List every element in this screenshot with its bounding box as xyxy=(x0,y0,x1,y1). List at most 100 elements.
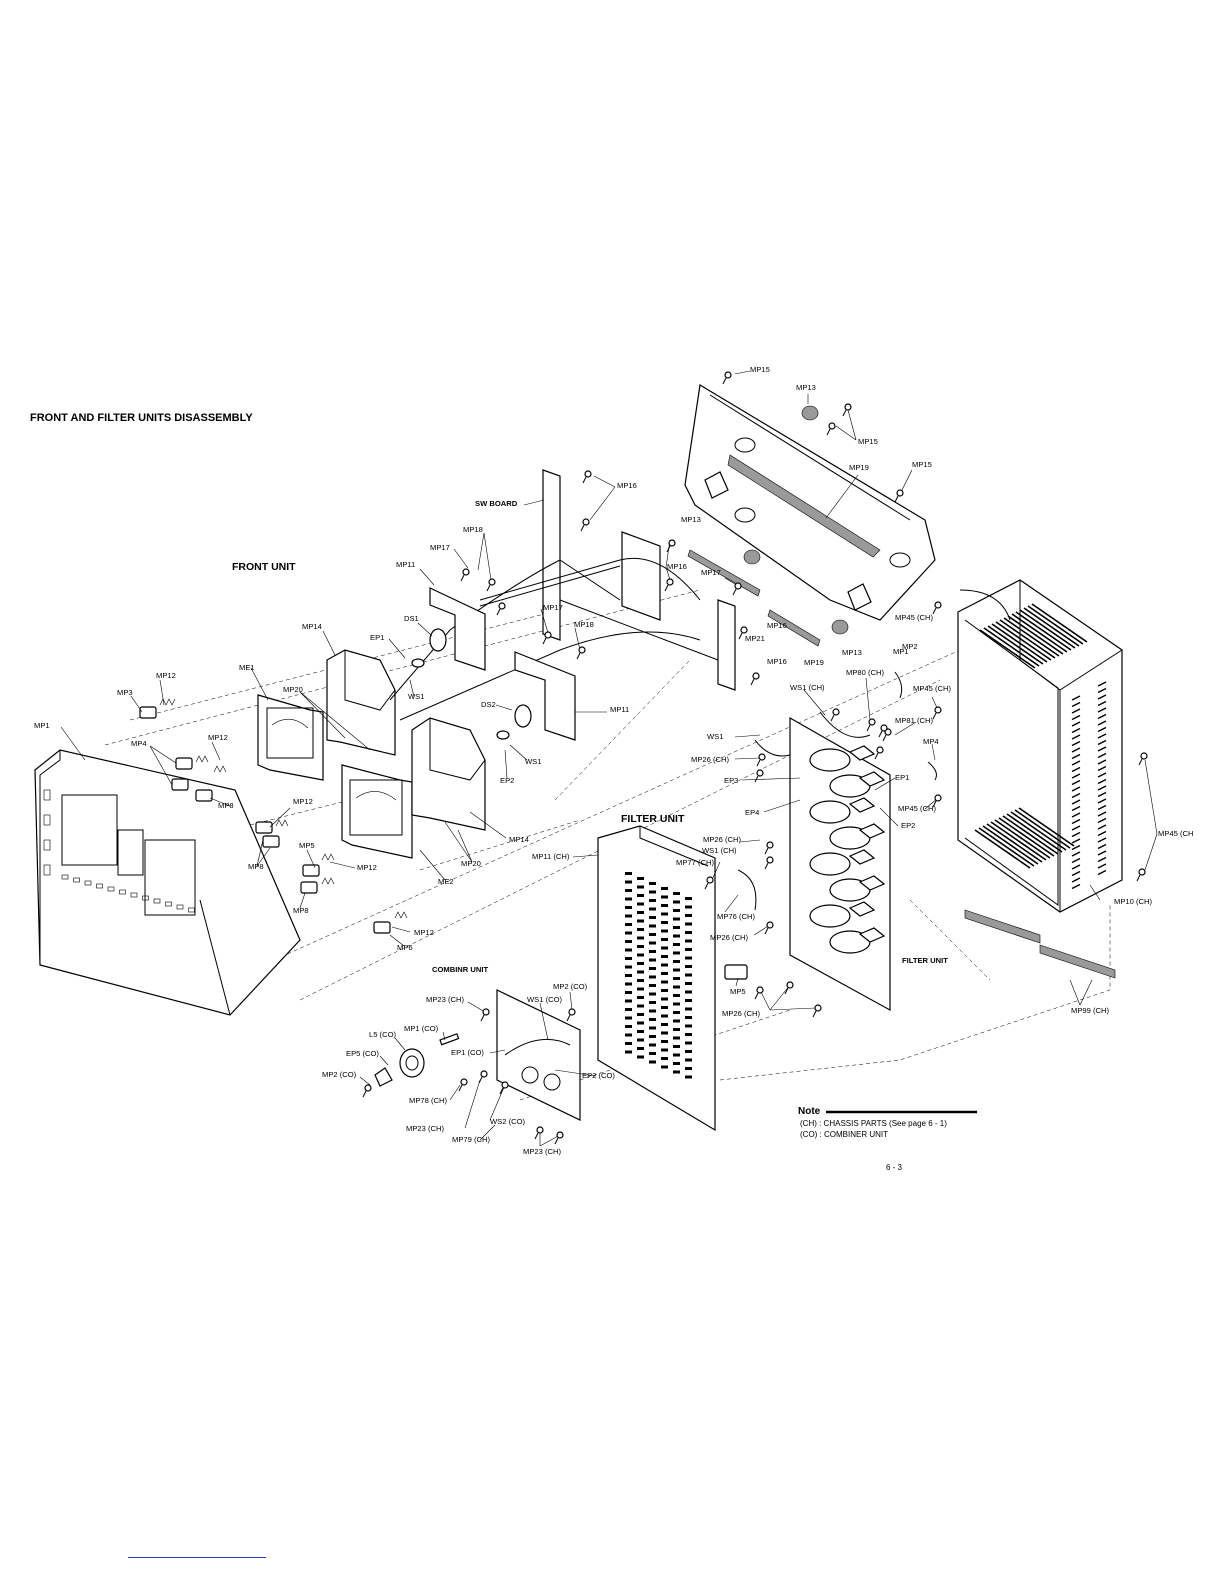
part-label: MP18 xyxy=(463,525,483,534)
part-label: MP45 (CH) xyxy=(913,684,951,693)
part-label: MP15 xyxy=(858,437,878,446)
part-label: ME1 xyxy=(239,663,255,672)
part-label: MP6 xyxy=(397,943,413,952)
part-label: MP26 (CH) xyxy=(710,933,748,942)
part-label: MP4 xyxy=(923,737,939,746)
part-label: MP16 xyxy=(617,481,637,490)
sw-board-label: SW BOARD xyxy=(475,499,518,508)
part-label: MP12 xyxy=(414,928,434,937)
part-label: MP11 xyxy=(610,705,630,714)
combiner-board xyxy=(374,989,581,1121)
part-label: MP3 xyxy=(117,688,133,697)
part-label: MP76 (CH) xyxy=(717,912,755,921)
ds-brackets xyxy=(411,587,576,741)
part-label: MP2 (CO) xyxy=(553,982,588,991)
part-label: MP12 xyxy=(357,863,377,872)
part-label: EP2 (CO) xyxy=(582,1071,615,1080)
part-label: MP81 (CH) xyxy=(895,716,933,725)
part-label: MP79 (CH) xyxy=(452,1135,490,1144)
filter-plate xyxy=(597,825,716,1132)
part-label: MP45 (CH) xyxy=(898,804,936,813)
part-label: MP17 xyxy=(701,568,721,577)
part-label: MP13 xyxy=(681,515,701,524)
part-label: WS1 (CH) xyxy=(702,846,737,855)
chassis-case xyxy=(957,579,1123,913)
note-line-chassis: (CH) : CHASSIS PARTS (See page 6 - 1) xyxy=(800,1119,947,1128)
part-label: MP23 (CH) xyxy=(523,1147,561,1156)
part-label: DS2 xyxy=(481,700,496,709)
meters xyxy=(257,694,413,859)
part-label: MP11 (CH) xyxy=(532,852,570,861)
part-label: MP45 (CH xyxy=(1158,829,1194,838)
part-label: MP15 xyxy=(912,460,932,469)
page-number: 6 - 3 xyxy=(886,1163,903,1172)
part-label: DS1 xyxy=(404,614,419,623)
part-label: MP80 (CH) xyxy=(846,668,884,677)
combiner-unit-label: COMBINR UNIT xyxy=(432,965,489,974)
part-label: WS1 (CO) xyxy=(527,995,563,1004)
part-label: EP1 xyxy=(370,633,385,642)
part-label: EP2 xyxy=(500,776,515,785)
part-label: MP12 xyxy=(208,733,228,742)
part-label: MP13 xyxy=(796,383,816,392)
part-label: MP10 (CH) xyxy=(1114,897,1152,906)
part-label: MP26 (CH) xyxy=(691,755,729,764)
part-label: MP19 xyxy=(849,463,869,472)
part-label: ME2 xyxy=(438,877,454,886)
sw-board xyxy=(389,469,736,721)
part-label: EP3 xyxy=(724,776,739,785)
top-cover xyxy=(684,384,936,647)
part-label: EP1 xyxy=(895,773,910,782)
part-label: MP5 xyxy=(299,841,315,850)
part-label: MP99 (CH) xyxy=(1071,1006,1109,1015)
note-title: Note xyxy=(798,1106,821,1117)
part-label: MP26 (CH) xyxy=(722,1009,760,1018)
part-label: MP14 xyxy=(509,835,529,844)
part-label: WS1 xyxy=(707,732,724,741)
front-unit-heading: FRONT UNIT xyxy=(232,561,296,573)
part-label: EP4 xyxy=(745,808,760,817)
note-line-combiner: (CO) : COMBINER UNIT xyxy=(800,1130,888,1139)
part-label: MP4 xyxy=(131,739,147,748)
leader-lines xyxy=(60,370,1158,1147)
part-label: MP2 (CO) xyxy=(322,1070,357,1079)
part-label: MP20 xyxy=(461,859,481,868)
part-label: MP23 (CH) xyxy=(426,995,464,1004)
part-label: MP1 (CO) xyxy=(404,1024,439,1033)
part-label: EP5 (CO) xyxy=(346,1049,379,1058)
part-label: EP2 xyxy=(901,821,916,830)
part-label: MP77 (CH) xyxy=(676,858,714,867)
small-parts xyxy=(724,589,1116,980)
filter-board xyxy=(789,716,891,1012)
part-label: MP13 xyxy=(842,648,862,657)
filter-unit-heading: FILTER UNIT xyxy=(621,813,685,825)
part-label: MP17 xyxy=(543,603,563,612)
part-label: MP11 xyxy=(396,560,416,569)
part-label: MP17 xyxy=(430,543,450,552)
part-label: L5 (CO) xyxy=(369,1030,397,1039)
knobs xyxy=(139,698,408,934)
part-label: MP8 xyxy=(248,862,264,871)
part-label: MP16 xyxy=(667,562,687,571)
front-panel xyxy=(34,749,301,1016)
part-label: MP8 xyxy=(218,801,234,810)
part-label: MP15 xyxy=(750,365,770,374)
part-label: MP78 (CH) xyxy=(409,1096,447,1105)
part-label: MP19 xyxy=(804,658,824,667)
part-label: MP1 xyxy=(893,647,909,656)
part-label: MP26 (CH) xyxy=(703,835,741,844)
part-label: WS1 xyxy=(525,757,542,766)
part-label: MP12 xyxy=(293,797,313,806)
part-label: MP16 xyxy=(767,621,787,630)
part-label: EP1 (CO) xyxy=(451,1048,484,1057)
part-label: MP45 (CH) xyxy=(895,613,933,622)
part-label: MP2 xyxy=(902,642,918,651)
part-label: MP20 xyxy=(283,685,303,694)
part-label: MP1 xyxy=(34,721,50,730)
part-label: WS1 (CH) xyxy=(790,683,825,692)
part-label: MP14 xyxy=(302,622,322,631)
filter-unit-label: FILTER UNIT xyxy=(902,956,948,965)
screws xyxy=(362,371,1148,1145)
